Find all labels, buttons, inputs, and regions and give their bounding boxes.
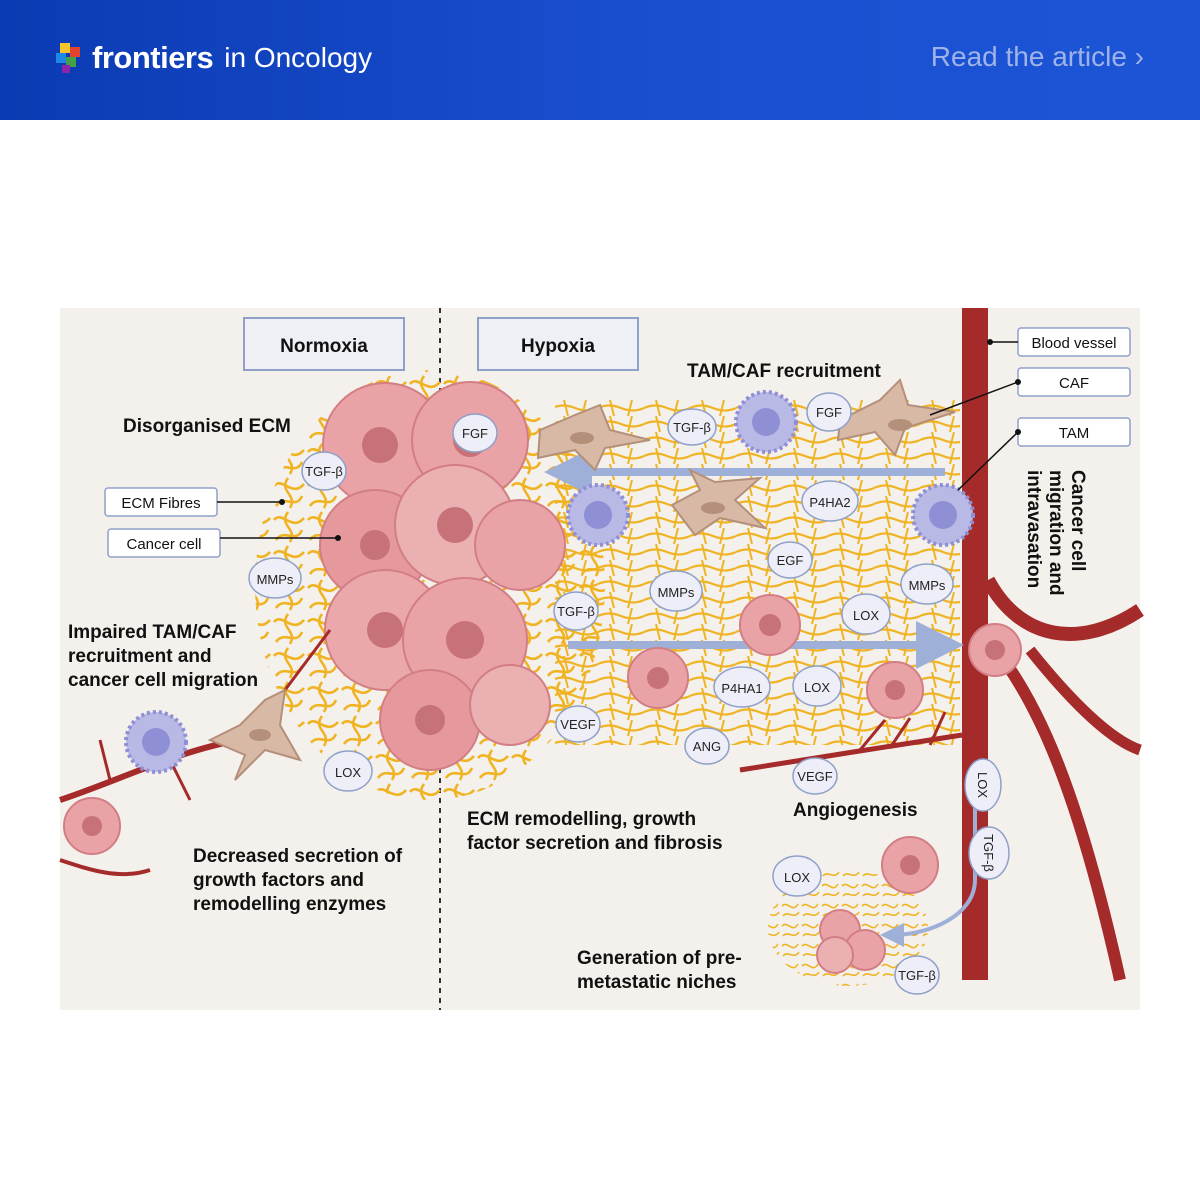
frontiers-brand[interactable]: frontiers in Oncology bbox=[54, 38, 372, 78]
legend-tam: TAM bbox=[1059, 425, 1090, 442]
factor-ang: ANG bbox=[684, 727, 730, 765]
migrating-cancer-cell bbox=[63, 594, 1022, 974]
label-tam-caf-recruitment: TAM/CAF recruitment bbox=[687, 361, 882, 382]
caf-cell bbox=[670, 467, 769, 537]
svg-text:LOX: LOX bbox=[804, 680, 830, 695]
factor-mmps: MMPs bbox=[900, 563, 954, 605]
svg-text:TGF-β: TGF-β bbox=[981, 834, 996, 872]
label-ecm-remodelling-line-2: factor secretion and fibrosis bbox=[467, 833, 723, 854]
legend-blood-vessel: Blood vessel bbox=[1031, 335, 1116, 352]
svg-text:TGF-β: TGF-β bbox=[557, 604, 595, 619]
legend-ecm-fibres: ECM Fibres bbox=[121, 495, 200, 512]
svg-text:VEGF: VEGF bbox=[560, 717, 595, 732]
factor-tgfb: TGF-β bbox=[968, 826, 1010, 880]
label-angiogenesis: Angiogenesis bbox=[793, 800, 918, 821]
label-ecm-remodelling-line-1: ECM remodelling, growth bbox=[467, 809, 696, 830]
svg-text:P4HA2: P4HA2 bbox=[809, 495, 850, 510]
factor-lox: LOX bbox=[792, 665, 842, 707]
svg-text:P4HA1: P4HA1 bbox=[721, 681, 762, 696]
factor-p4ha2: P4HA2 bbox=[801, 480, 859, 522]
svg-text:LOX: LOX bbox=[335, 765, 361, 780]
read-article-link[interactable]: Read the article › bbox=[930, 41, 1144, 72]
tam-cell bbox=[124, 710, 188, 774]
caf-cell bbox=[836, 378, 956, 457]
svg-text:LOX: LOX bbox=[975, 772, 990, 798]
svg-text:TGF-β: TGF-β bbox=[673, 420, 711, 435]
svg-text:LOX: LOX bbox=[853, 608, 879, 623]
hypoxia-header: Hypoxia bbox=[521, 336, 595, 357]
factor-mmps: MMPs bbox=[248, 557, 302, 599]
journal-name: in Oncology bbox=[224, 42, 373, 73]
normoxia-header-box bbox=[243, 317, 405, 371]
legend: Blood vessel CAF TAM ECM Fibres Cancer c… bbox=[104, 327, 1131, 558]
factor-tgfb: TGF-β bbox=[894, 955, 940, 995]
factor-tgfb: TGF-β bbox=[667, 408, 717, 446]
factor-vegf: VEGF bbox=[555, 705, 601, 743]
label-cancer-cell-migration: Cancer cell migration and intravasation bbox=[1023, 470, 1088, 596]
svg-text:MMPs: MMPs bbox=[658, 585, 695, 600]
normoxia-header: Normoxia bbox=[280, 336, 368, 357]
caf-cell bbox=[207, 688, 303, 781]
label-impaired-line-2: recruitment and bbox=[68, 646, 212, 667]
caf-cell bbox=[536, 403, 651, 472]
factor-lox: LOX bbox=[841, 593, 891, 635]
tam-cell bbox=[911, 483, 975, 547]
svg-text:migration and: migration and bbox=[1045, 470, 1066, 596]
factor-fgf: FGF bbox=[452, 413, 498, 453]
factor-tgfb: TGF-β bbox=[301, 451, 347, 491]
tumour-mass bbox=[319, 381, 566, 771]
label-premetastatic-line-1: Generation of pre- bbox=[577, 948, 742, 969]
svg-text:TGF-β: TGF-β bbox=[898, 968, 936, 983]
label-decreased-line-1: Decreased secretion of bbox=[193, 846, 403, 867]
svg-text:Cancer cell: Cancer cell bbox=[1067, 470, 1088, 571]
factor-vegf: VEGF bbox=[792, 757, 838, 795]
journal-banner: frontiers in Oncology Read the article › bbox=[0, 0, 1200, 120]
factor-fgf: FGF bbox=[806, 392, 852, 432]
label-disorganised-ecm: Disorganised ECM bbox=[123, 416, 291, 437]
svg-text:intravasation: intravasation bbox=[1023, 470, 1044, 588]
label-premetastatic-line-2: metastatic niches bbox=[577, 972, 736, 993]
factor-egf: EGF bbox=[767, 541, 813, 579]
svg-text:EGF: EGF bbox=[777, 553, 804, 568]
brand-name: frontiers bbox=[92, 40, 214, 75]
frontiers-logo-icon bbox=[56, 43, 80, 73]
factor-tgfb: TGF-β bbox=[553, 591, 599, 631]
svg-text:ANG: ANG bbox=[693, 739, 721, 754]
svg-text:MMPs: MMPs bbox=[909, 578, 946, 593]
svg-text:TGF-β: TGF-β bbox=[305, 464, 343, 479]
legend-cancer-cell: Cancer cell bbox=[126, 536, 201, 553]
svg-text:FGF: FGF bbox=[462, 426, 488, 441]
svg-text:LOX: LOX bbox=[784, 870, 810, 885]
svg-text:VEGF: VEGF bbox=[797, 769, 832, 784]
label-decreased-line-3: remodelling enzymes bbox=[193, 894, 386, 915]
legend-caf: CAF bbox=[1059, 375, 1089, 392]
tam-cell bbox=[566, 483, 630, 547]
factor-lox: LOX bbox=[772, 855, 822, 897]
hypoxia-header-box bbox=[477, 317, 639, 371]
factor-lox: LOX bbox=[964, 758, 1002, 812]
label-impaired-line-3: cancer cell migration bbox=[68, 670, 258, 691]
factor-p4ha1: P4HA1 bbox=[713, 666, 771, 708]
svg-text:FGF: FGF bbox=[816, 405, 842, 420]
factor-mmps: MMPs bbox=[649, 570, 703, 612]
niche-arrow bbox=[880, 805, 977, 947]
label-decreased-line-2: growth factors and bbox=[193, 870, 364, 891]
label-impaired-line-1: Impaired TAM/CAF bbox=[68, 622, 237, 643]
tam-cell bbox=[734, 390, 798, 454]
svg-text:MMPs: MMPs bbox=[257, 572, 294, 587]
factor-lox: LOX bbox=[323, 750, 373, 792]
